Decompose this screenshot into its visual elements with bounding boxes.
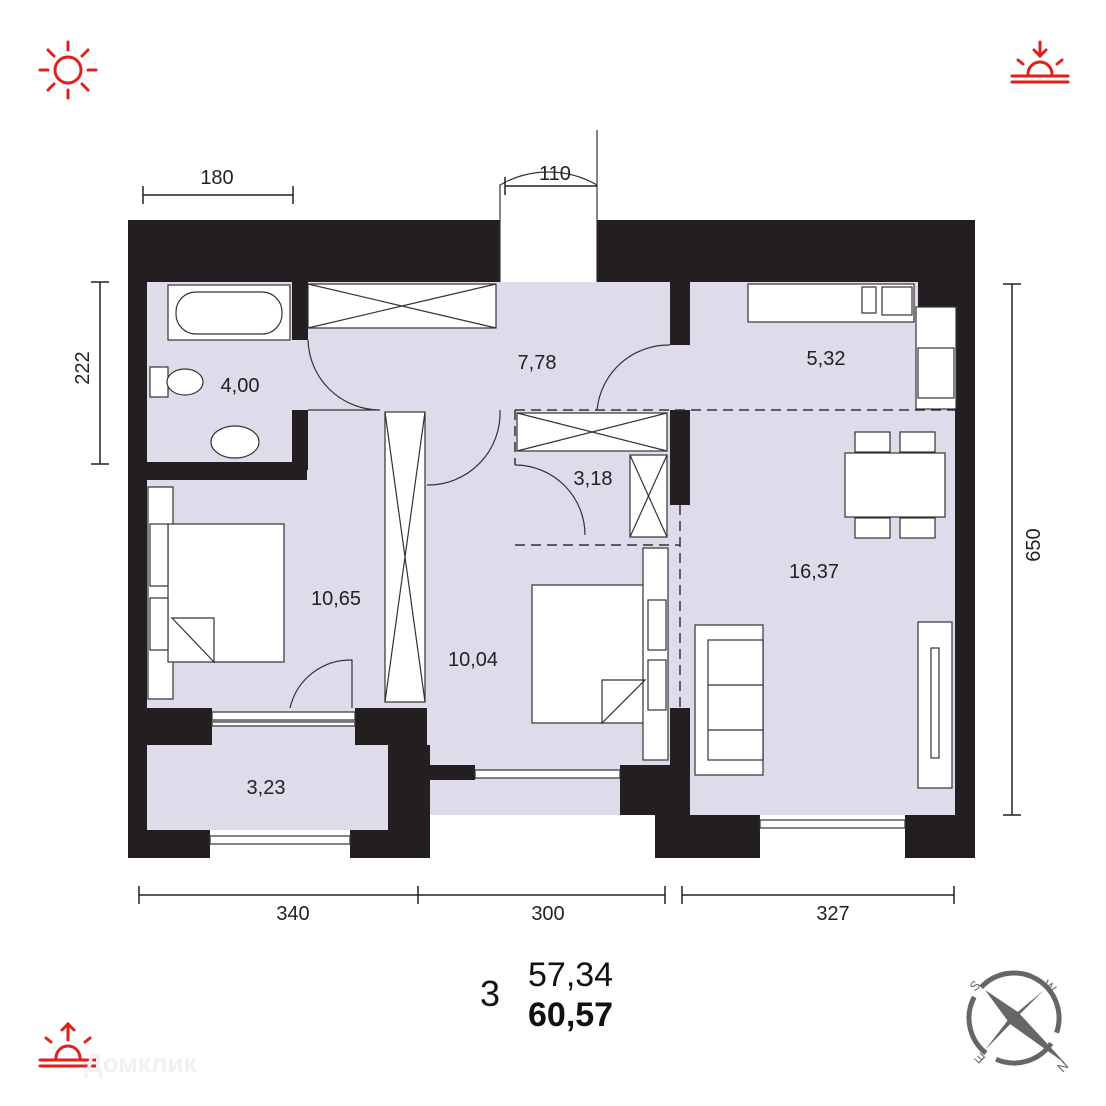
dimension-bath-height: 222: [72, 351, 94, 384]
doors: [289, 130, 671, 709]
sun-icon: [38, 40, 98, 100]
sunrise-icon: [38, 1021, 98, 1068]
room-area-bathroom: 4,00: [221, 375, 260, 397]
compass-icon: S W N E: [966, 970, 1071, 1075]
room-area-bedroom-left: 10,65: [311, 588, 361, 610]
room-area-balcony: 3,23: [247, 777, 286, 799]
dimension-total-height: 650: [1023, 528, 1045, 561]
room-area-kitchen: 5,32: [807, 348, 846, 370]
room-area-storage: 3,18: [574, 468, 613, 490]
compass-n: N: [1054, 1058, 1071, 1075]
compass-w: W: [1040, 977, 1060, 997]
total-area: 60,57: [528, 996, 613, 1034]
dimension-left-width: 340: [276, 903, 309, 925]
dimension-lines: [91, 177, 1021, 904]
room-area-hallway: 7,78: [518, 352, 557, 374]
dimension-right-width: 327: [816, 903, 849, 925]
sunset-icon: [1010, 40, 1070, 84]
rooms-count: 3: [480, 973, 500, 1014]
windows: [209, 711, 906, 845]
dimension-door-width: 110: [539, 163, 571, 185]
walls: [128, 220, 975, 858]
dimension-middle-width: 300: [531, 903, 564, 925]
room-area-bedroom-middle: 10,04: [448, 649, 498, 671]
watermark: Домклик: [84, 1048, 197, 1078]
room-area-living-room: 16,37: [789, 561, 839, 583]
living-area: 57,34: [528, 956, 613, 994]
furniture: [147, 283, 957, 789]
dimension-bath-width: 180: [200, 167, 233, 189]
